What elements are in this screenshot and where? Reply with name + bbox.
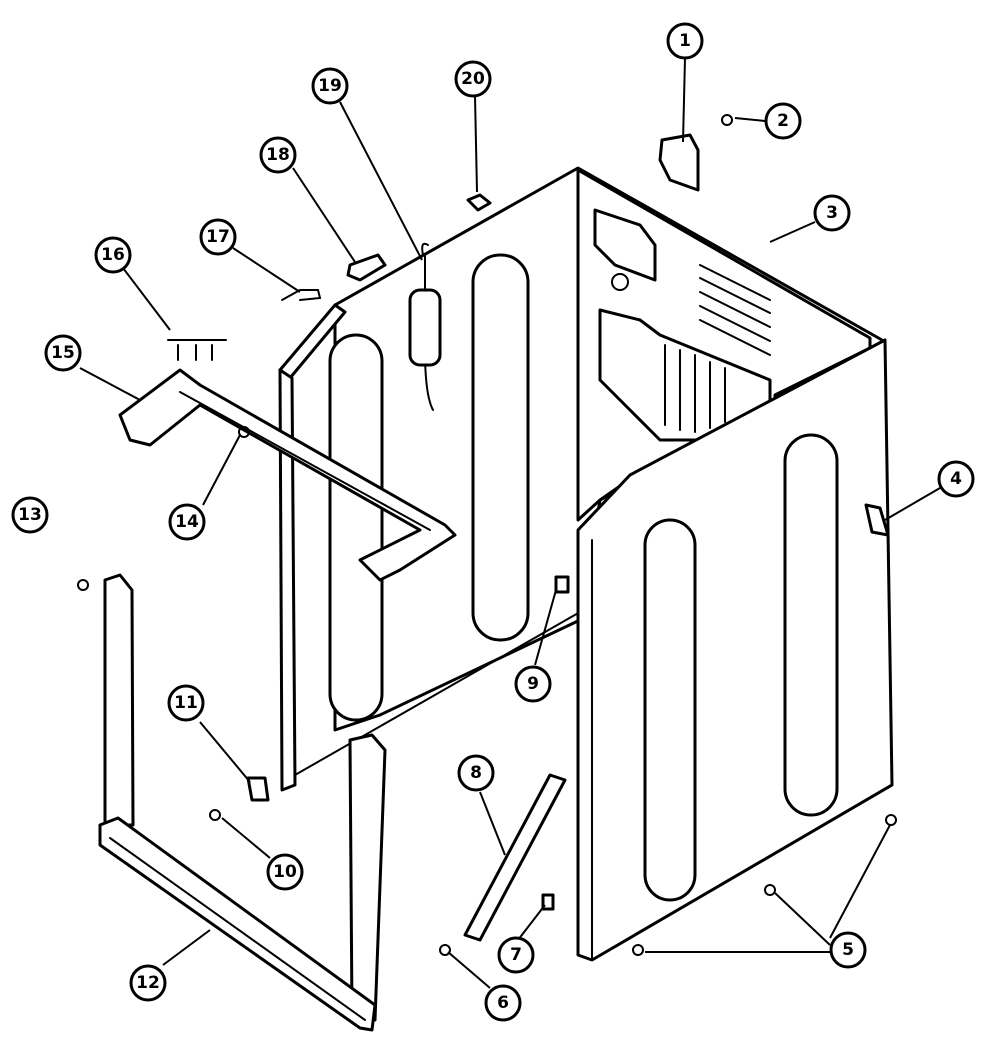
callout-14: 14 bbox=[168, 503, 206, 541]
part-5-screw-b bbox=[764, 884, 776, 896]
part-5-screw-c bbox=[632, 944, 644, 956]
callout-10-label: 10 bbox=[273, 862, 297, 882]
callout-16: 16 bbox=[94, 236, 132, 274]
right-upright bbox=[348, 733, 387, 1022]
part-4-clip bbox=[864, 503, 890, 537]
part-18-hinge bbox=[346, 253, 387, 282]
callout-9-label: 9 bbox=[527, 674, 539, 694]
callout-15-label: 15 bbox=[51, 343, 75, 363]
cabinet-assembly bbox=[278, 166, 894, 962]
left-side-panel bbox=[278, 368, 297, 792]
part-16-screw-set bbox=[167, 339, 227, 361]
leader-lines bbox=[79, 57, 941, 989]
top-brace bbox=[118, 368, 457, 582]
callout-19: 19 bbox=[311, 67, 349, 105]
part-5-screw-a bbox=[885, 814, 897, 826]
callout-4-label: 4 bbox=[950, 469, 962, 489]
callout-16-label: 16 bbox=[101, 245, 125, 265]
callout-12: 12 bbox=[129, 964, 167, 1002]
callout-2: 2 bbox=[764, 102, 802, 140]
callout-18-label: 18 bbox=[266, 145, 290, 165]
callout-3: 3 bbox=[813, 194, 851, 232]
cabinet-bottom-rail bbox=[294, 611, 581, 776]
callout-5: 5 bbox=[829, 931, 867, 969]
part-17-clip bbox=[281, 289, 322, 301]
callout-7-label: 7 bbox=[510, 945, 522, 965]
right-panel-slot-right bbox=[783, 433, 839, 817]
callout-8-label: 8 bbox=[470, 763, 482, 783]
part-6-screw bbox=[439, 944, 451, 956]
top-brace-body bbox=[118, 368, 457, 582]
part-1-bracket bbox=[658, 133, 700, 192]
right-panel-slot-left bbox=[643, 518, 697, 902]
callout-14-label: 14 bbox=[175, 512, 199, 532]
callout-17: 17 bbox=[199, 218, 237, 256]
part-7-clip bbox=[541, 893, 555, 911]
callout-11: 11 bbox=[167, 684, 205, 722]
callout-18: 18 bbox=[259, 136, 297, 174]
callout-2-label: 2 bbox=[777, 111, 789, 131]
callout-17-label: 17 bbox=[206, 227, 230, 247]
callout-6-label: 6 bbox=[497, 993, 509, 1013]
rear-wall-hole bbox=[611, 273, 629, 291]
part-8-strap bbox=[463, 773, 567, 942]
part-13-screw bbox=[77, 579, 89, 591]
back-panel-slot-left bbox=[328, 333, 384, 722]
part-19-spring bbox=[408, 242, 442, 411]
part-11-bracket bbox=[246, 776, 270, 802]
rear-wall-bracket bbox=[593, 208, 657, 282]
callout-1-label: 1 bbox=[679, 31, 691, 51]
floor-rib-lines bbox=[664, 344, 726, 433]
callout-20-label: 20 bbox=[461, 69, 485, 89]
callout-6: 6 bbox=[484, 984, 522, 1022]
rear-wall-vents bbox=[699, 264, 771, 356]
callout-19-label: 19 bbox=[318, 76, 342, 96]
callout-13: 13 bbox=[11, 496, 49, 534]
spring-coil bbox=[408, 288, 442, 367]
callout-15: 15 bbox=[44, 334, 82, 372]
back-panel-slot-right bbox=[471, 253, 530, 642]
callout-4: 4 bbox=[937, 460, 975, 498]
callout-7: 7 bbox=[497, 936, 535, 974]
callout-12-label: 12 bbox=[136, 973, 160, 993]
callout-1: 1 bbox=[666, 22, 704, 60]
callout-5-label: 5 bbox=[842, 940, 854, 960]
callout-3-label: 3 bbox=[826, 203, 838, 223]
part-9-clip bbox=[554, 575, 570, 594]
part-2-screw bbox=[721, 114, 733, 126]
callout-8: 8 bbox=[457, 754, 495, 792]
callout-9: 9 bbox=[514, 665, 552, 703]
callout-20: 20 bbox=[454, 60, 492, 98]
front-frame bbox=[98, 573, 387, 1032]
callout-11-label: 11 bbox=[174, 693, 198, 713]
part-20-clip bbox=[466, 193, 492, 212]
part-10-screw bbox=[209, 809, 221, 821]
callout-13-label: 13 bbox=[18, 505, 42, 525]
part-14-bolt bbox=[238, 426, 250, 438]
left-upright bbox=[103, 573, 135, 827]
callout-10: 10 bbox=[266, 853, 304, 891]
